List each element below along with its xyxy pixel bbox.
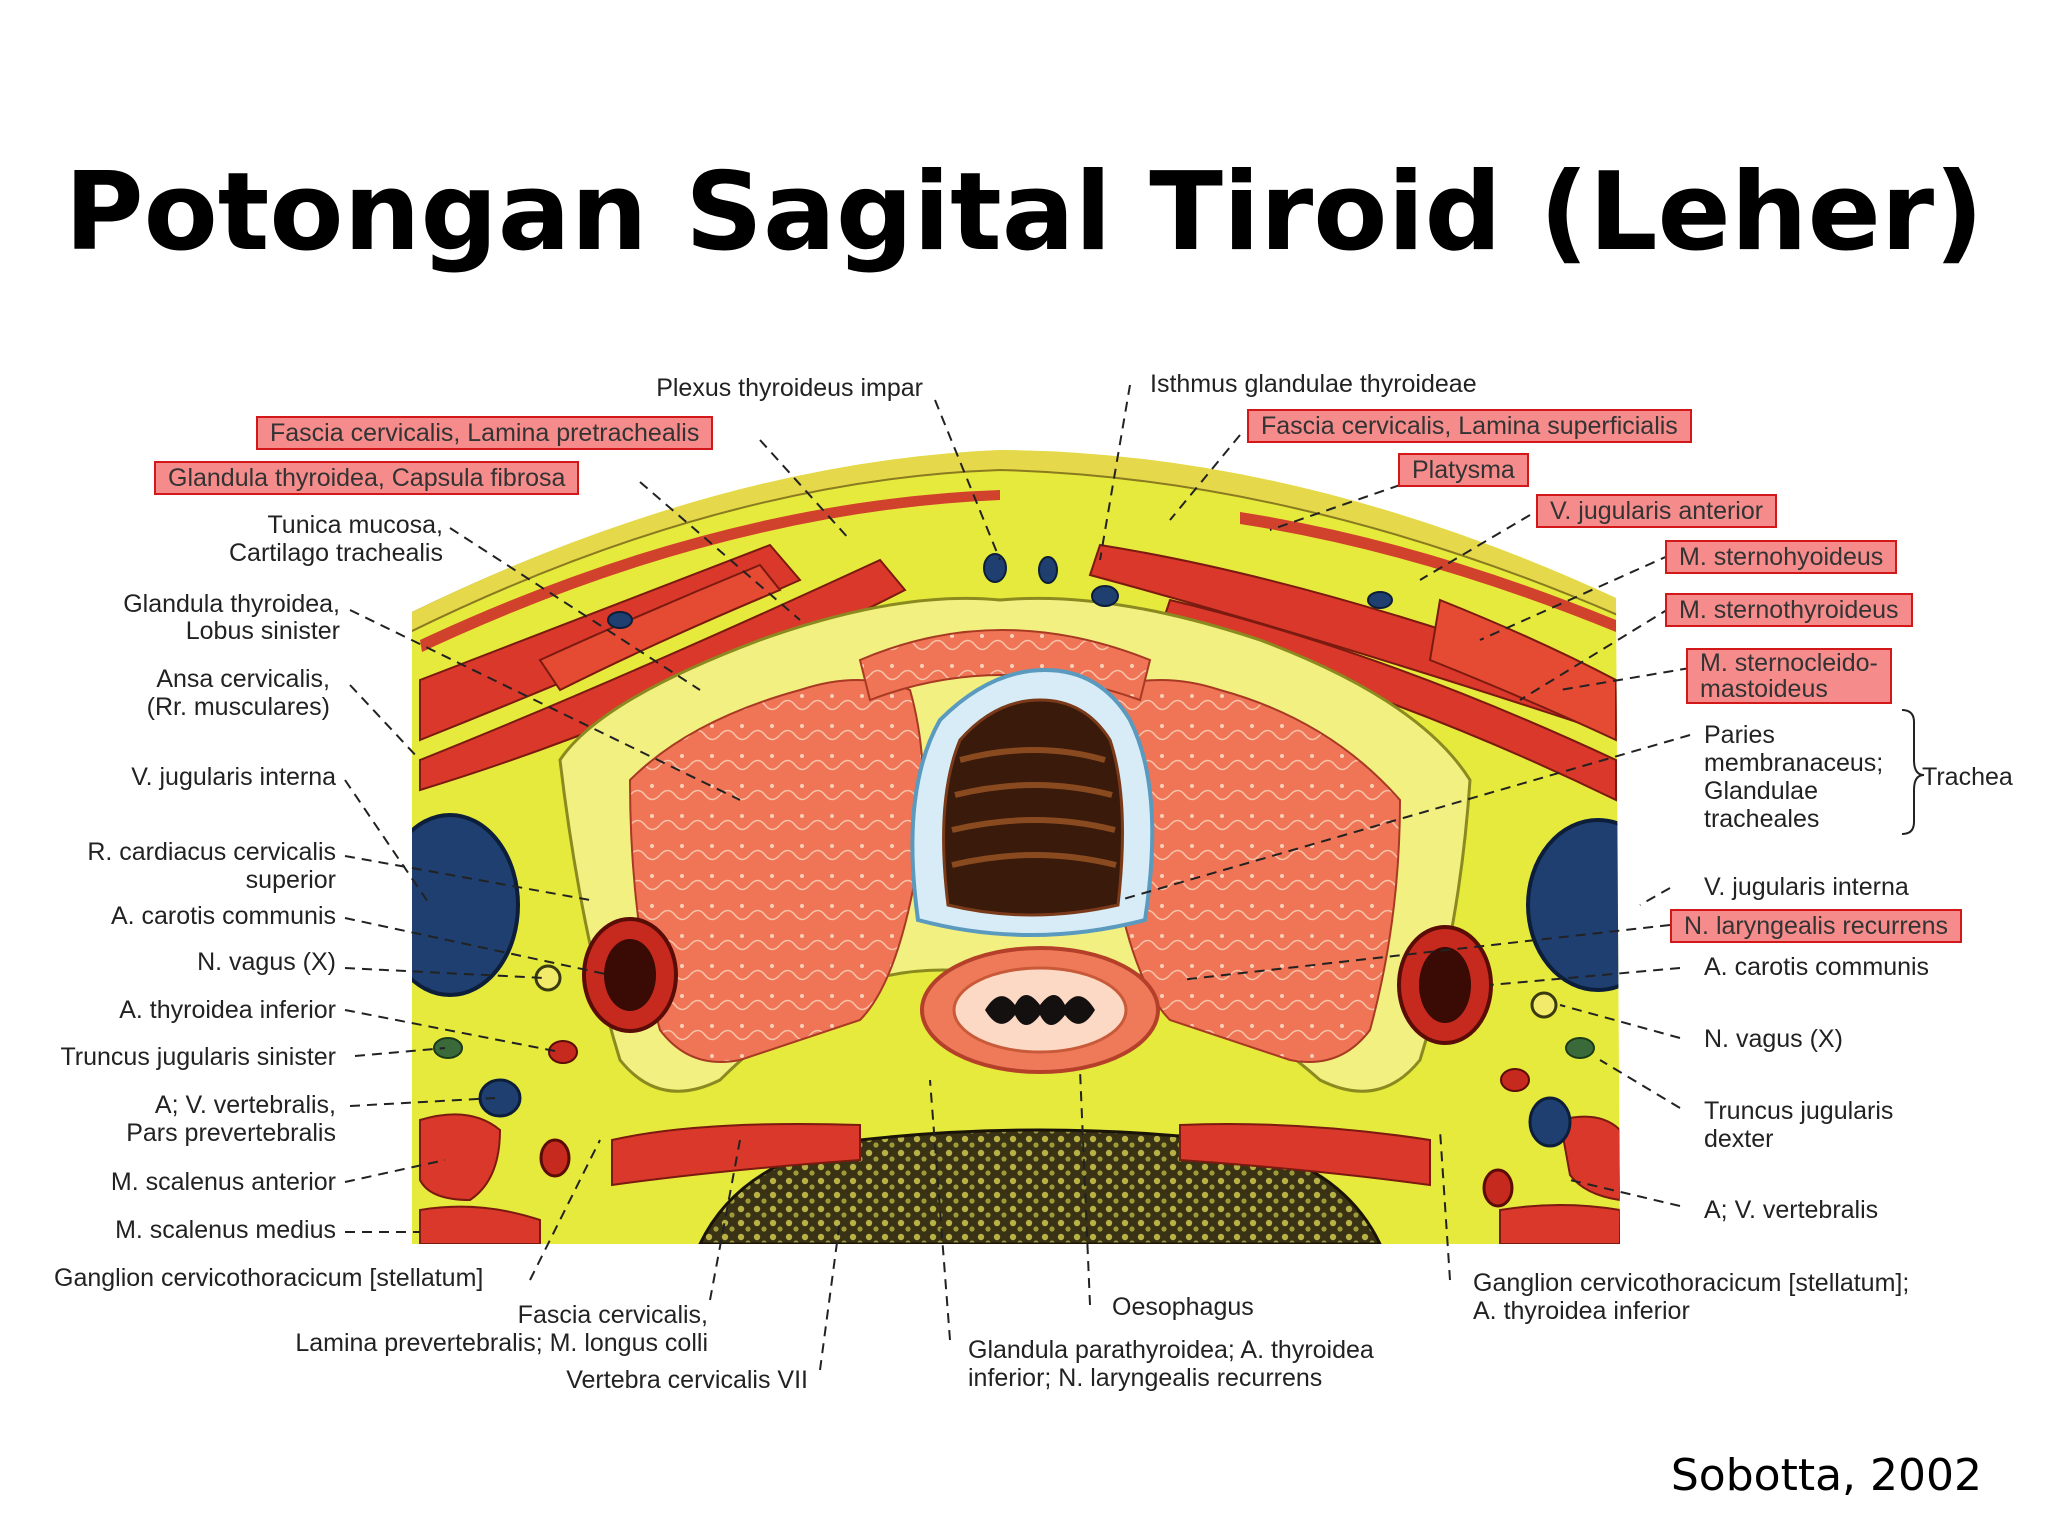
label-n-vagus-right: N. vagus (X) — [1704, 1025, 1843, 1053]
label-a-carotis-communis-left: A. carotis communis — [110, 902, 336, 930]
label-isthmus-glandulae-thyroideae: Isthmus glandulae thyroideae — [1150, 370, 1477, 398]
plexus-thyroideus-impar-vein-2 — [1038, 556, 1058, 584]
label-glandula-parathyroidea: Glandula parathyroidea; A. thyroidea — [968, 1336, 1374, 1364]
truncus-jugularis-sinister — [433, 1037, 463, 1059]
sternohyoid-left — [419, 558, 907, 792]
tracheal-mucosa-folds — [951, 747, 1117, 868]
source-credit: Sobotta, 2002 — [1670, 1450, 1982, 1501]
truncus-jugularis-dexter — [1565, 1037, 1595, 1059]
label-plexus-thyroideus-impar: Plexus thyroideus impar — [656, 374, 923, 402]
vena-jugularis-anterior-right — [1091, 585, 1119, 607]
label-v-jugularis-anterior: V. jugularis anterior — [1536, 494, 1778, 528]
label-a-carotis-communis-right: A. carotis communis — [1704, 953, 1930, 981]
vena-vertebralis-left — [478, 1078, 522, 1118]
scalenus-anterior-right — [1558, 1115, 1620, 1202]
label-ansa-cervicalis: Ansa cervicalis, — [156, 665, 330, 693]
arteria-vertebralis-left — [539, 1138, 571, 1178]
scalenus-anterior-left — [419, 1113, 502, 1202]
label-pars-prevertebralis: Pars prevertebralis — [126, 1119, 336, 1147]
label-truncus-jugularis-dexter: Truncus jugularis — [1704, 1097, 1894, 1125]
label-n-laryngealis-recurrens: N. laryngealis recurrens — [1670, 909, 1962, 943]
label-dexter: dexter — [1704, 1125, 1774, 1153]
label-lamina-prevertebralis-longus-colli: Lamina prevertebralis; M. longus colli — [295, 1329, 708, 1357]
arteria-thyroidea-inferior-right — [1500, 1068, 1530, 1092]
platysma-right — [1240, 512, 1616, 632]
label-lobus-sinister: Lobus sinister — [185, 617, 340, 645]
label-n-vagus-left: N. vagus (X) — [197, 948, 336, 976]
label-m-sternohyoideus: M. sternohyoideus — [1665, 540, 1898, 574]
label-v-jugularis-interna-left: V. jugularis interna — [131, 763, 336, 791]
vena-jugularis-anterior-left — [607, 611, 633, 629]
vena-jugularis-interna-right — [1526, 818, 1620, 992]
label-cartilago-trachealis: Cartilago trachealis — [229, 539, 443, 567]
vena-vertebralis-right — [1528, 1096, 1572, 1148]
label-ganglion-stellatum-left: Ganglion cervicothoracicum [stellatum] — [54, 1264, 484, 1292]
label-r-cardiacus: R. cardiacus cervicalis — [87, 838, 336, 866]
leader-lines — [344, 384, 1691, 1371]
carotis-lumen-left — [604, 939, 656, 1011]
vena-jugularis-anterior-right-2 — [1367, 591, 1393, 609]
plexus-thyroideus-impar-vein — [983, 553, 1007, 583]
label-a-v-vertebralis-right: A; V. vertebralis — [1704, 1196, 1879, 1224]
label-n-laryngealis-recurrens-bottom: inferior; N. laryngealis recurrens — [968, 1364, 1323, 1392]
label-superior: superior — [245, 866, 336, 894]
thyroid-left-lobe — [628, 679, 925, 1063]
label-rr-musculares: (Rr. musculares) — [146, 693, 330, 721]
longus-colli-right — [1179, 1123, 1431, 1187]
label-platysma: Platysma — [1398, 453, 1529, 487]
label-vertebra-cervicalis-vii: Vertebra cervicalis VII — [566, 1366, 808, 1394]
label-m-sternocleidomastoideus: M. sternocleido- mastoideus — [1686, 648, 1892, 704]
label-glandulae: Glandulae — [1704, 777, 1818, 805]
label-fascia-cervicalis-prevertebralis: Fascia cervicalis, — [517, 1301, 708, 1329]
label-ganglion-stellatum-right: Ganglion cervicothoracicum [stellatum]; — [1473, 1269, 1910, 1297]
label-m-sternocleidomastoideus-line2: mastoideus — [1700, 675, 1828, 703]
vena-jugularis-interna-left — [412, 813, 520, 997]
oesophagus-lumen — [985, 995, 1095, 1025]
trachea-lumen — [942, 698, 1124, 917]
scalenus-medius-left — [419, 1205, 541, 1244]
arteria-thyroidea-inferior-left — [548, 1040, 578, 1064]
label-a-thyroidea-inferior-bottom: A. thyroidea inferior — [1473, 1297, 1690, 1325]
arteria-vertebralis-right — [1482, 1168, 1514, 1208]
scalenus-medius-right — [1499, 1204, 1620, 1244]
label-m-scalenus-medius: M. scalenus medius — [115, 1216, 336, 1244]
label-v-jugularis-interna-right: V. jugularis interna — [1704, 873, 1909, 901]
label-m-sternocleidomastoideus-line1: M. sternocleido- — [1700, 649, 1878, 677]
nervus-vagus-right — [1530, 991, 1558, 1019]
label-membranaceus: membranaceus; — [1704, 749, 1884, 777]
label-tunica-mucosa: Tunica mucosa, — [267, 511, 443, 539]
label-a-v-vertebralis-left: A; V. vertebralis, — [154, 1091, 336, 1119]
label-oesophagus: Oesophagus — [1112, 1293, 1254, 1321]
label-fascia-lamina-superficialis: Fascia cervicalis, Lamina superficialis — [1247, 409, 1692, 443]
label-capsula-fibrosa: Glandula thyroidea, Capsula fibrosa — [154, 461, 580, 495]
trachea-brace — [1901, 709, 1925, 835]
longus-colli-left — [611, 1123, 861, 1187]
label-glandula-thyroidea: Glandula thyroidea, — [123, 590, 340, 618]
slide-title: Potongan Sagital Tiroid (Leher) — [64, 150, 1984, 275]
label-tracheales: tracheales — [1704, 805, 1820, 833]
label-fascia-lamina-pretrachealis: Fascia cervicalis, Lamina pretrachealis — [256, 416, 714, 450]
label-truncus-jugularis-sinister: Truncus jugularis sinister — [60, 1043, 336, 1071]
label-m-scalenus-anterior: M. scalenus anterior — [110, 1168, 336, 1196]
label-paries: Paries — [1704, 721, 1775, 749]
label-trachea: Trachea — [1922, 763, 2013, 791]
label-a-thyroidea-inferior-left: A. thyroidea inferior — [119, 996, 336, 1024]
carotis-lumen-right — [1419, 947, 1471, 1023]
label-m-sternothyroideus: M. sternothyroideus — [1665, 593, 1913, 627]
